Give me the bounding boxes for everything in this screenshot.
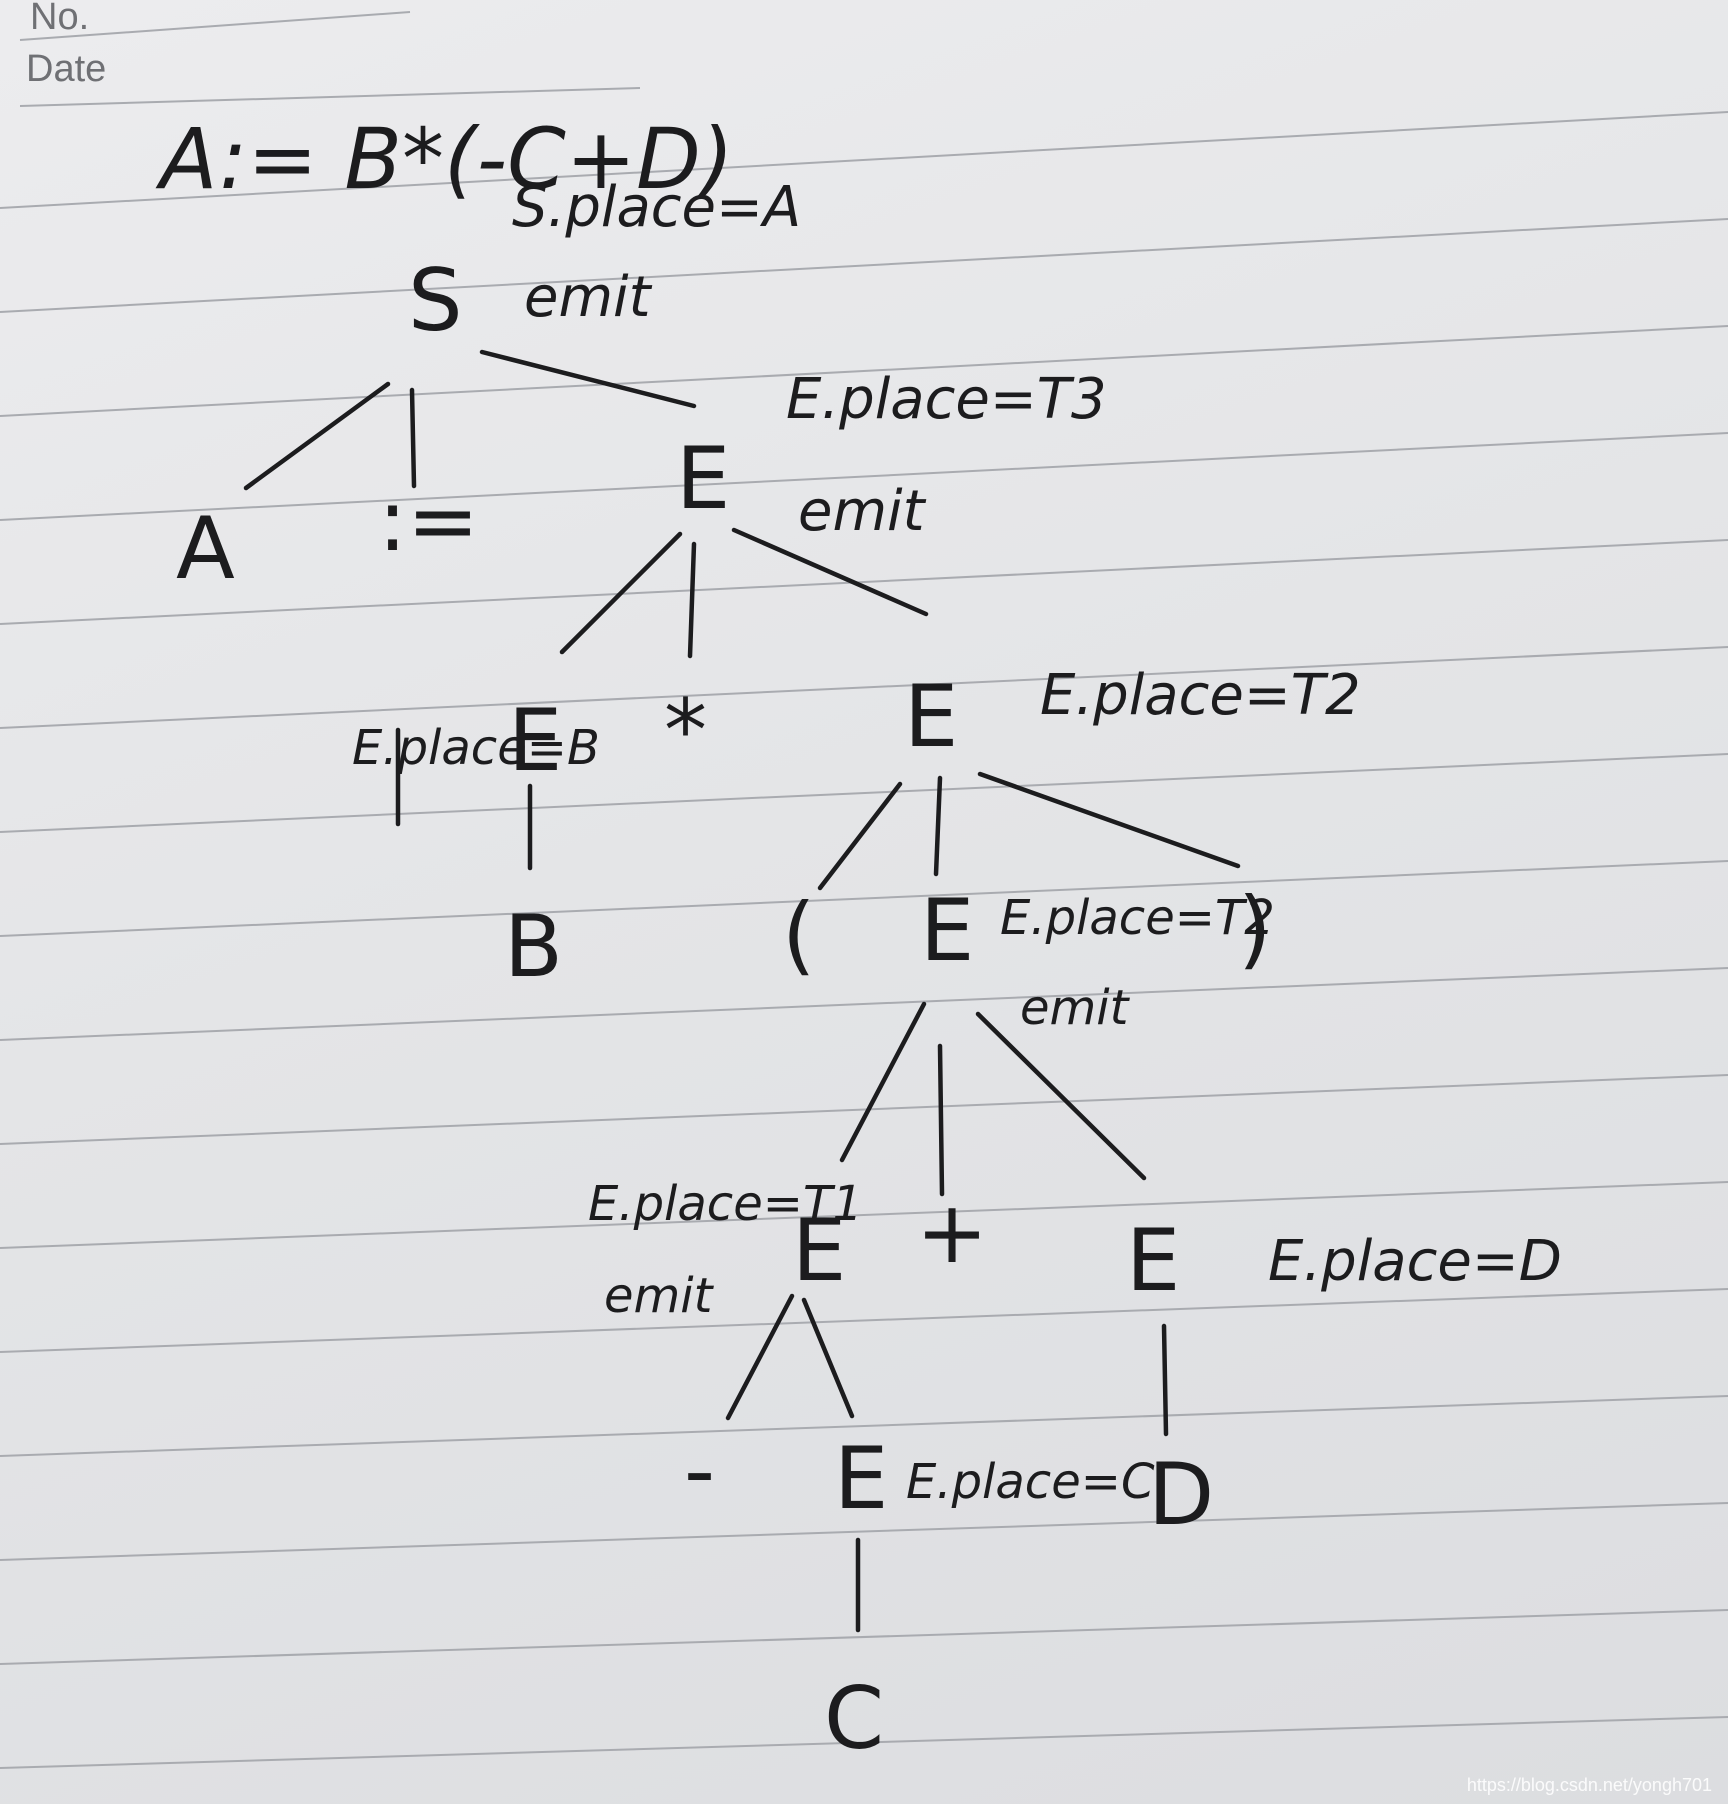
ruled-line	[0, 646, 1728, 729]
edge-e4-plus	[937, 1043, 945, 1197]
node-minus: -	[684, 1421, 715, 1521]
annot-e4-place: E.place=T2	[1000, 890, 1275, 946]
expression-title: A:= B*(-C+D)	[155, 110, 734, 208]
annot-s-emit: emit	[524, 265, 653, 330]
ruled-line	[0, 111, 1728, 209]
node-e5: E	[792, 1201, 846, 1301]
node-rparen: )	[1238, 879, 1272, 979]
annot-e2-place: E.place=B	[352, 720, 600, 776]
annot-e7-place: E.place=C	[906, 1454, 1155, 1510]
header-no-label: No.	[30, 0, 90, 38]
edge-e1-e2	[559, 531, 683, 655]
node-star: *	[664, 681, 707, 781]
ruled-line	[19, 11, 411, 41]
annot-e3-place: E.place=T2	[1040, 663, 1361, 728]
node-e6: E	[1126, 1211, 1180, 1311]
ruled-line	[0, 218, 1728, 313]
edge-e3-lparen	[817, 781, 903, 891]
edge-s-e1	[479, 349, 697, 409]
ruled-line	[0, 753, 1728, 833]
ruled-line	[0, 539, 1728, 625]
ruled-line	[0, 432, 1728, 521]
node-s-root: S	[408, 251, 463, 351]
ruled-line	[0, 967, 1728, 1041]
node-e1: E	[676, 429, 730, 529]
node-plus: +	[916, 1183, 988, 1283]
edge-s-assign	[409, 387, 417, 489]
annot-e6-place: E.place=D	[1268, 1229, 1562, 1294]
edge-e5-e7	[801, 1297, 855, 1419]
node-d: D	[1148, 1445, 1214, 1545]
ruled-line	[0, 1074, 1728, 1145]
node-c: C	[824, 1669, 884, 1769]
node-e7: E	[834, 1429, 888, 1529]
edge-e4-e5	[839, 1001, 927, 1163]
edge-e1-e3	[731, 527, 929, 617]
node-e2: E	[508, 691, 562, 791]
ruled-line	[0, 1181, 1728, 1249]
header-date-label: Date	[26, 48, 107, 90]
node-a: A	[176, 499, 235, 599]
annot-e1-place: E.place=T3	[786, 367, 1107, 432]
annot-e5-emit: emit	[604, 1268, 715, 1324]
ruled-line	[19, 87, 641, 107]
edge-s-a	[243, 381, 391, 491]
node-b: B	[504, 897, 563, 997]
edge-e6-d	[1161, 1323, 1169, 1437]
node-e4: E	[920, 881, 974, 981]
ruled-line	[0, 325, 1728, 417]
ruled-line	[0, 1609, 1728, 1665]
node-lparen: (	[782, 885, 816, 985]
node-e3: E	[904, 667, 958, 767]
edge-e3-rparen	[977, 771, 1241, 869]
annot-e1-emit: emit	[798, 479, 927, 544]
ruled-line	[0, 860, 1728, 937]
annot-s-place: S.place=A	[512, 175, 801, 240]
ruled-line	[0, 1395, 1728, 1457]
annot-e5-place: E.place=T1	[588, 1176, 863, 1232]
edge-e3-e4	[933, 775, 943, 877]
edge-e5-minus	[725, 1293, 795, 1421]
ruled-line	[0, 1502, 1728, 1561]
edge-e1-star	[687, 541, 697, 659]
ruled-line	[0, 1288, 1728, 1353]
ruled-line	[0, 1716, 1728, 1769]
edge-e4-e6	[975, 1011, 1147, 1181]
annot-e4-emit: emit	[1020, 980, 1131, 1036]
node-assign: :=	[378, 471, 479, 571]
watermark-url: https://blog.csdn.net/yongh701	[1466, 1775, 1712, 1795]
